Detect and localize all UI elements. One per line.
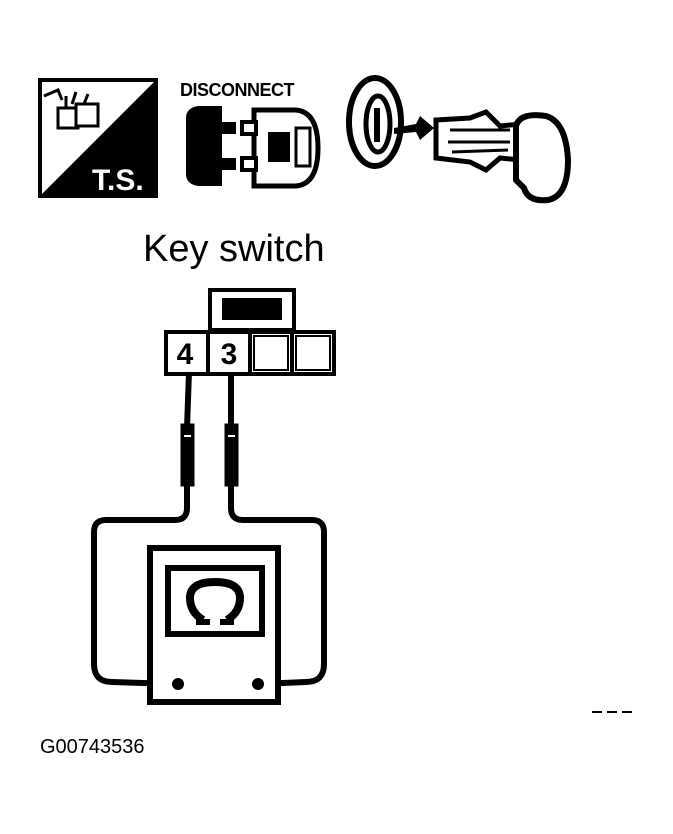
disconnect-connector-icon [186, 106, 321, 189]
ohm-symbol-icon [185, 577, 245, 625]
key-off-icon [346, 75, 572, 204]
figure-code: G00743536 [40, 736, 145, 758]
connector-pin-4: 4 [176, 338, 194, 371]
ohmmeter [147, 545, 281, 705]
diagram-title: Key switch [143, 228, 325, 270]
connector-pin-3: 3 [220, 338, 238, 371]
tester-probes [180, 371, 239, 487]
troubleshoot-icon: T.S. [38, 78, 158, 198]
disconnect-label: DISCONNECT [180, 80, 295, 100]
test-leads [91, 486, 327, 687]
key-switch-connector [164, 288, 336, 376]
ts-box-label: T.S. [92, 164, 144, 197]
